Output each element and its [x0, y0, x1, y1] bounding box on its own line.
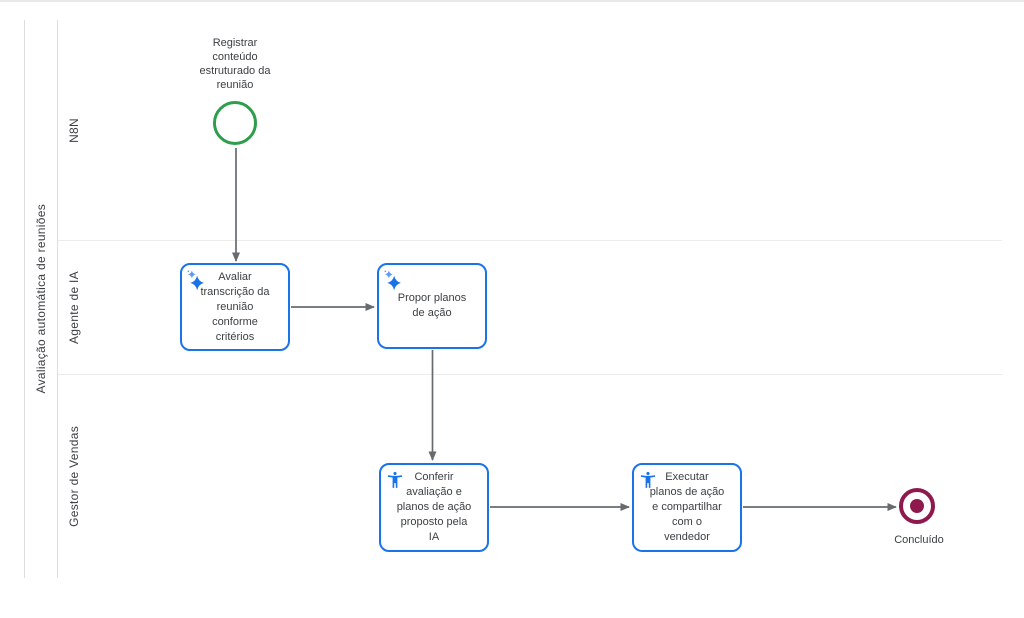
task-conferir-avaliacao[interactable]: Conferir avaliação e planos de ação prop…: [379, 463, 489, 552]
task-label: Avaliar transcrição da reunião conforme …: [200, 270, 270, 343]
lane-gestor-de-vendas[interactable]: Gestor de Vendas: [57, 374, 90, 578]
task-avaliar-transcricao[interactable]: Avaliar transcrição da reunião conforme …: [180, 263, 290, 351]
pool-label-divider: [57, 20, 58, 578]
start-event[interactable]: [213, 101, 257, 145]
ai-sparkle-icon: [384, 270, 401, 291]
lane-n8n[interactable]: N8N: [57, 20, 90, 240]
lane-gestor-de-vendas-label: Gestor de Vendas: [66, 425, 81, 527]
lane-divider-1: [58, 240, 1002, 241]
start-event-label: Registrar conteúdo estruturado da reuniã…: [199, 37, 271, 91]
task-label: Executar planos de ação e compartilhar c…: [649, 471, 725, 543]
lane-divider-2: [58, 374, 1002, 375]
lane-n8n-label: N8N: [66, 117, 81, 143]
lane-agente-de-ia-label: Agente de IA: [66, 270, 81, 344]
end-event[interactable]: [899, 488, 935, 524]
pool-left-border: [24, 20, 25, 578]
lane-agente-de-ia[interactable]: Agente de IA: [57, 240, 90, 374]
task-propor-planos[interactable]: Propor planos de ação: [377, 263, 487, 349]
canvas-top-edge: [0, 0, 1024, 2]
user-icon: [387, 471, 403, 488]
end-event-dot: [910, 499, 924, 513]
user-icon: [640, 471, 656, 488]
pool-label-cell: Avaliação automática de reuniões: [24, 20, 57, 578]
task-label: Conferir avaliação e planos de ação prop…: [396, 471, 472, 543]
task-label: Propor planos de ação: [397, 292, 467, 319]
end-event-label: Concluído: [894, 534, 944, 546]
task-executar-planos[interactable]: Executar planos de ação e compartilhar c…: [632, 463, 742, 552]
ai-sparkle-icon: [187, 270, 204, 291]
pool-label: Avaliação automática de reuniões: [33, 204, 48, 394]
